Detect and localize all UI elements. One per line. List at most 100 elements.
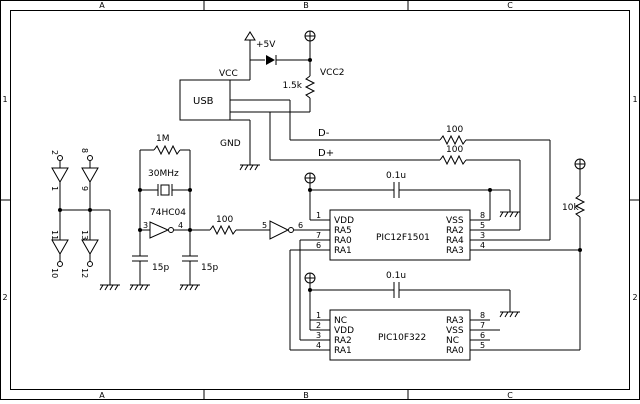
pic12-pin-4: 4 xyxy=(480,241,485,250)
pic10f322-chip: PIC10F322 1 2 3 4 NC VDD RA2 RA1 8 7 6 5… xyxy=(290,271,580,361)
gnd-label: GND xyxy=(220,139,241,149)
osc-inverter-pin-in: 3 xyxy=(143,221,148,230)
row-label-2-right: 2 xyxy=(632,293,637,302)
pic10-pin-3: 3 xyxy=(316,331,321,340)
inverter-gate-4 xyxy=(81,239,99,256)
plus5v-label: +5V xyxy=(256,40,276,50)
oscillator-section: 1M 30MHz 74HC04 3 4 15p xyxy=(129,134,330,291)
capacitor-01u-a-value: 0.1u xyxy=(386,171,406,181)
pic12-pin-ra3: RA3 xyxy=(446,246,464,256)
inverter-ic-label: 74HC04 xyxy=(150,208,186,218)
inverter-gate-1 xyxy=(51,167,69,184)
resistor-100-osc xyxy=(209,224,237,236)
col-label-c-bottom: C xyxy=(507,391,513,400)
gates-ground-symbol xyxy=(99,284,120,291)
osc-inverter xyxy=(149,221,170,239)
col-label-b-bottom: B xyxy=(303,391,309,400)
pullup-10k-section: 10k xyxy=(490,158,586,350)
pic12-pin-ra5: RA5 xyxy=(334,226,352,236)
pic12-pin-1: 1 xyxy=(316,211,321,220)
col-label-c-top: C xyxy=(507,1,513,10)
usb-ground-symbol xyxy=(239,164,260,171)
resistor-100-dplus xyxy=(439,154,467,166)
resistor-1k5-value: 1.5k xyxy=(282,81,302,91)
pic10-pin-7: 7 xyxy=(480,321,485,330)
cap-a-ground-symbol xyxy=(129,284,150,291)
gate1-pin-out: 2 xyxy=(50,150,59,155)
plus5v-power-symbol xyxy=(244,31,256,41)
pic10-pin-5: 5 xyxy=(480,341,485,350)
pic12-pin-ra2: RA2 xyxy=(446,226,464,236)
capacitor-01u-b-value: 0.1u xyxy=(386,271,406,281)
row-label-1-left: 1 xyxy=(2,95,7,104)
resistor-1m xyxy=(153,144,181,156)
pic12-ground-symbol xyxy=(499,211,520,218)
gate4-pin-in: 13 xyxy=(80,230,89,240)
row-label-1-right: 1 xyxy=(632,95,637,104)
pic12-pin-3: 3 xyxy=(480,231,485,240)
pic12-pin-ra0: RA0 xyxy=(334,236,352,246)
vcc2-label: VCC2 xyxy=(320,68,344,78)
capacitor-15p-a-value: 15p xyxy=(152,263,169,273)
resistor-1m-value: 1M xyxy=(156,134,170,144)
resistor-100-dminus xyxy=(439,134,467,146)
vcc-label: VCC xyxy=(219,69,238,79)
pic10-pin-2: 2 xyxy=(316,321,321,330)
resistor-10k xyxy=(574,194,586,218)
pic12-pin-5: 5 xyxy=(480,221,485,230)
resistor-100-osc-value: 100 xyxy=(216,215,233,225)
pic12f1501-chip: PIC12F1501 1 6 7 VDD RA5 RA0 RA1 8 5 3 4… xyxy=(304,171,520,261)
col-label-a-bottom: A xyxy=(99,391,105,400)
usb-connector: USB GND D- D+ xyxy=(179,79,440,171)
buffer-pin-in: 5 xyxy=(262,221,267,230)
gate3-pin-out: 10 xyxy=(50,268,59,278)
col-label-a-top: A xyxy=(99,1,105,10)
crystal-30mhz xyxy=(160,184,170,196)
pic10-ground-symbol xyxy=(499,311,520,318)
gate1-pin-in: 1 xyxy=(50,186,59,191)
inverter-gate-2 xyxy=(81,167,99,184)
gate4-pin-out: 12 xyxy=(80,268,89,278)
pic10-pin-1: 1 xyxy=(316,311,321,320)
inverter-gate-3 xyxy=(51,239,69,256)
pic12-pin-8: 8 xyxy=(480,211,485,220)
pic12-pin-7: 7 xyxy=(316,231,321,240)
col-label-b-top: B xyxy=(303,1,309,10)
pic12-pin-vss: VSS xyxy=(446,216,464,226)
pic10-pin-8: 8 xyxy=(480,311,485,320)
capacitor-15p-b-value: 15p xyxy=(201,263,218,273)
resistor-10k-value: 10k xyxy=(562,203,579,213)
pic12-pin-6: 6 xyxy=(316,241,321,250)
cap-b-ground-symbol xyxy=(179,284,200,291)
pic10-pin-ra0: RA0 xyxy=(446,346,464,356)
pic10-pin-vdd: VDD xyxy=(334,326,354,336)
pic10-pin-4: 4 xyxy=(316,341,321,350)
osc-inverter-pin-out: 4 xyxy=(178,221,183,230)
buffer-inverter xyxy=(269,220,290,240)
dminus-label: D- xyxy=(318,128,330,139)
diode-symbol xyxy=(266,55,275,65)
pic12-pin-ra1: RA1 xyxy=(334,246,352,256)
resistor-100-dminus-value: 100 xyxy=(446,125,463,135)
pic12-pin-vdd: VDD xyxy=(334,216,354,226)
dplus-label: D+ xyxy=(318,148,334,159)
resistor-100-dplus-value: 100 xyxy=(446,145,463,155)
pic10-pin-vss: VSS xyxy=(446,326,464,336)
pic10-pin-nc-left: NC xyxy=(334,316,347,326)
pic10-pin-nc-right: NC xyxy=(446,336,459,346)
usb-series-resistors: 100 100 xyxy=(439,125,551,241)
gate2-pin-in: 9 xyxy=(80,186,89,191)
pic10-pin-6: 6 xyxy=(480,331,485,340)
pic10-pin-ra2: RA2 xyxy=(334,336,352,346)
left-inverter-gates: 2 1 8 9 11 10 13 12 xyxy=(50,148,120,291)
pic10-pin-ra1: RA1 xyxy=(334,346,352,356)
crystal-value: 30MHz xyxy=(148,169,179,179)
row-label-2-left: 2 xyxy=(2,293,7,302)
resistor-1k5 xyxy=(304,75,316,99)
usb-label: USB xyxy=(193,96,214,107)
pic10-pin-ra3: RA3 xyxy=(446,316,464,326)
pic12f1501-name: PIC12F1501 xyxy=(376,233,430,243)
gate2-pin-out: 8 xyxy=(80,148,89,153)
